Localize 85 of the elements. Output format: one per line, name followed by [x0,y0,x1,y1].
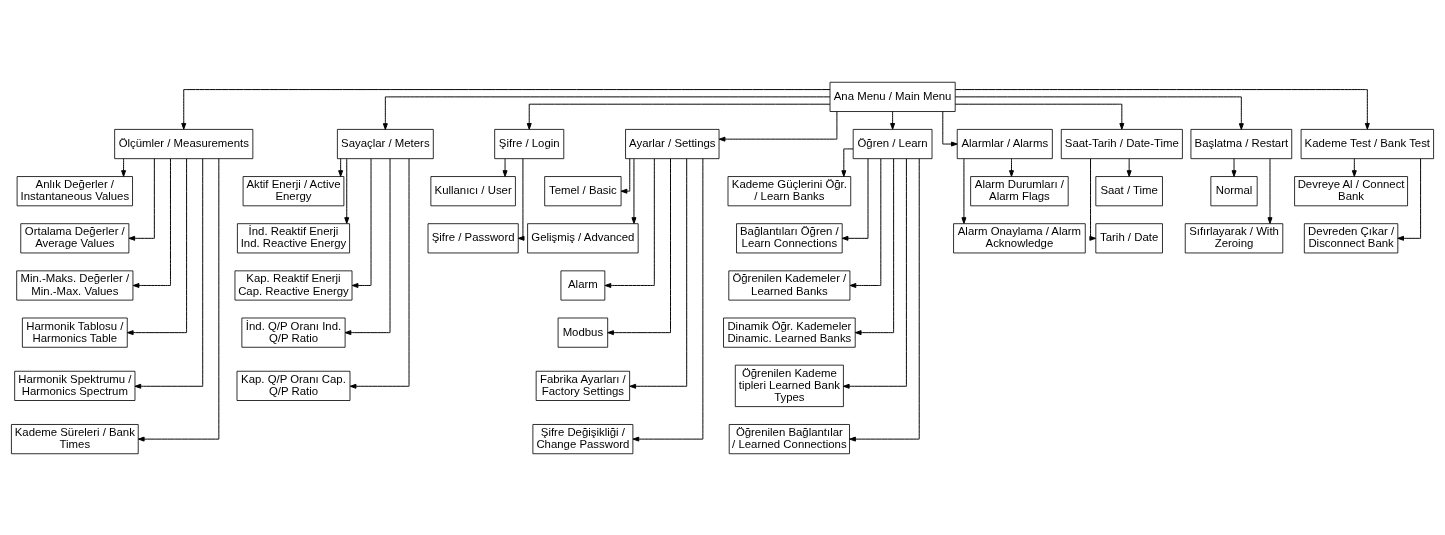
node-box: Devreye Al / Connect Bank [1294,175,1408,206]
node-box: Öğrenilen Bağlantılar / Learned Connections [728,423,850,454]
node-box: Fabrika Ayarları / Factory Settings [535,370,631,401]
node-box: Öğrenilen Kademeler / Learned Banks [728,269,851,300]
node-box: Saat-Tarih / Date-Time [1060,128,1183,159]
node-box: Sıfırlayarak / With Zeroing [1184,222,1284,253]
arrow [841,147,854,177]
arrow [1126,157,1132,177]
node-box: Harmonik Spektrumu / Harmonics Spectrum [14,370,136,401]
node-box: Şifre / Password [427,222,519,253]
arrow [620,157,631,194]
arrow [1267,157,1273,224]
arrow [126,157,188,335]
node-box: Bağlantıları Öğren / Learn Connections [736,222,843,253]
arrow [121,157,127,177]
arrow [842,157,907,389]
arrow [1351,157,1357,177]
arrow [349,157,410,389]
arrow [854,157,895,335]
node-box: Min.-Maks. Değerler / Min.-Max. Values [16,269,134,300]
node-box: Şifre Değişikliği / Change Password [532,423,634,454]
node-box: Kademe Süreleri / Bank Times [11,423,139,454]
arrow [954,95,1244,130]
arrow [344,157,391,335]
node-box: Normal [1210,175,1258,206]
arrow [607,157,671,335]
arrow [718,110,838,142]
node-box: Alarm [560,269,606,300]
arrow [954,88,1370,130]
node-box: Ayarlar / Settings [625,128,720,159]
arrow [849,157,920,442]
arrow [351,157,372,288]
arrow [1397,157,1422,241]
arrow [1231,157,1237,177]
arrow [517,157,525,241]
arrow [382,95,831,130]
node-box: Tarih / Date [1095,222,1163,253]
node-box: Dinamik Öğr. Kademeler Dinamic. Learned Banks [723,317,856,348]
arrow [954,103,1125,130]
node-box: Anlık Değerler / Instantaneous Values [16,175,133,206]
arrow [137,157,220,442]
arrow [604,157,655,288]
arrow [961,157,967,224]
arrow [631,157,637,224]
arrow [338,157,344,177]
arrow [849,157,882,288]
arrow [134,157,204,389]
node-box: Kap. Q/P Oranı Cap. Q/P Ratio [236,370,351,401]
node-box: Kap. Reaktif Enerji Cap. Reactive Energy [234,269,353,300]
node-box: Saat / Time [1095,175,1163,206]
node-box: Sayaçlar / Meters [337,128,434,159]
arrow [526,103,831,130]
arrow [181,88,831,130]
arrow [1089,157,1097,241]
node-box: Ölçümler / Measurements [114,128,254,159]
node-box: Kademe Test / Bank Test [1300,128,1434,159]
arrow [841,157,869,241]
arrow [632,157,704,442]
node-box: Ortalama Değerler / Average Values [20,222,130,253]
node-box: İnd. Reaktif Enerji Ind. Reactive Energy [237,222,350,253]
node-box: Kademe Güçlerini Öğr. / Learn Banks [727,175,852,206]
node-box: Alarmlar / Alarms [956,128,1053,159]
arrow [1009,157,1014,177]
node-box: Şifre / Login [494,128,565,159]
node-box: Başlatma / Restart [1190,128,1293,159]
node-box: İnd. Q/P Oranı Ind. Q/P Ratio [241,317,346,348]
node-box: Ana Menu / Main Menu [829,81,956,112]
node-box: Gelişmiş / Advanced [527,222,639,253]
node-box: Alarm Onaylama / Alarm Acknowledge [953,222,1086,253]
node-box: Harmonik Tablosu / Harmonics Table [22,317,128,348]
node-box: Alarm Durumları / Alarm Flags [970,175,1069,206]
node-box: Öğren / Learn [852,128,933,159]
node-box: Devreden Çıkar / Disconnect Bank [1303,222,1399,253]
arrow [132,157,171,288]
node-box: Temel / Basic [544,175,622,206]
arrow [128,157,155,241]
node-box: Modbus [557,317,609,348]
arrow [502,157,508,177]
arrow [344,157,350,224]
arrow [629,157,688,389]
node-box: Kullanıcı / User [430,175,516,206]
arrow [942,110,958,146]
node-box: Aktif Enerji / Active Energy [242,175,345,206]
arrow [890,110,896,130]
node-box: Öğrenilen Kademe tipleri Learned Bank Types [734,364,844,407]
